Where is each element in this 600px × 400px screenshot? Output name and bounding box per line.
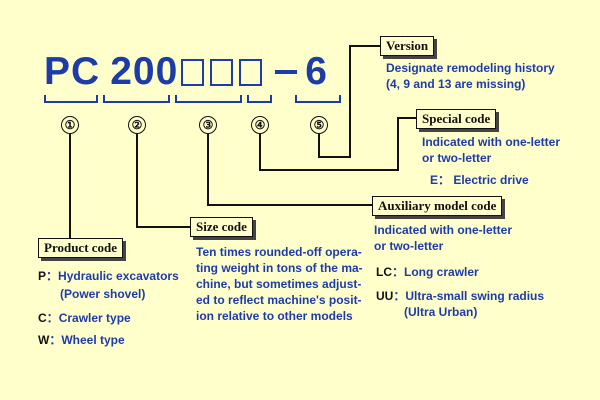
- product-entry: C：Crawler type: [38, 311, 131, 325]
- special-desc-2: or two-letter: [422, 151, 492, 165]
- special-code-label: Special code: [416, 109, 497, 129]
- size-desc-2: ting weight in tons of the ma-: [196, 261, 363, 275]
- version-desc-1: Designate remodeling history: [386, 61, 555, 75]
- bracket-5: [295, 95, 341, 103]
- dash-mark: [275, 70, 298, 74]
- auxiliary-entry: LC：Long crawler: [376, 265, 479, 279]
- size-desc-5: ion relative to other models: [196, 309, 353, 323]
- product-code-label: Product code: [38, 238, 124, 258]
- model-code: PC 200 6: [44, 50, 328, 93]
- special-desc-1: Indicated with one-letter: [422, 135, 561, 149]
- auxiliary-entry: UU：Ultra-small swing radius: [376, 289, 545, 303]
- auxiliary-desc-1: Indicated with one-letter: [374, 223, 513, 237]
- marker-5: ⑤: [310, 116, 328, 134]
- leader-4: [259, 117, 416, 171]
- auxiliary-entry: (Ultra Urban): [404, 305, 478, 319]
- leader-5: [318, 45, 380, 158]
- size-code-label: Size code: [190, 217, 253, 237]
- marker-3: ③: [199, 116, 217, 134]
- leader-3: [207, 134, 372, 206]
- auxiliary-desc-2: or two-letter: [374, 239, 444, 253]
- marker-1: ①: [61, 116, 79, 134]
- blank-box-icon: [210, 58, 234, 86]
- product-entry: P：Hydraulic excavators: [38, 269, 179, 283]
- bracket-3: [175, 95, 242, 103]
- marker-4: ④: [251, 116, 269, 134]
- model-prefix: PC: [44, 50, 101, 93]
- bracket-1: [44, 95, 98, 103]
- bracket-2: [103, 95, 170, 103]
- size-desc-1: Ten times rounded-off opera-: [196, 245, 362, 259]
- auxiliary-code-label: Auxiliary model code: [372, 196, 503, 216]
- blank-box-icon: [181, 58, 205, 86]
- size-desc-3: chine, but sometimes adjust-: [196, 277, 362, 291]
- size-desc-4: ed to reflect machine's posit-: [196, 293, 362, 307]
- product-entry: W：Wheel type: [38, 333, 125, 347]
- bracket-4: [247, 95, 272, 103]
- version-label: Version: [380, 36, 435, 56]
- model-size: 200: [110, 50, 179, 93]
- model-suffix: 6: [305, 50, 328, 93]
- blank-box-icon: [239, 58, 263, 86]
- version-desc-2: (4, 9 and 13 are missing): [386, 77, 526, 91]
- leader-2: [136, 134, 190, 228]
- marker-2: ②: [128, 116, 146, 134]
- product-entry: (Power shovel): [60, 287, 146, 301]
- special-entry: E： Electric drive: [430, 173, 529, 187]
